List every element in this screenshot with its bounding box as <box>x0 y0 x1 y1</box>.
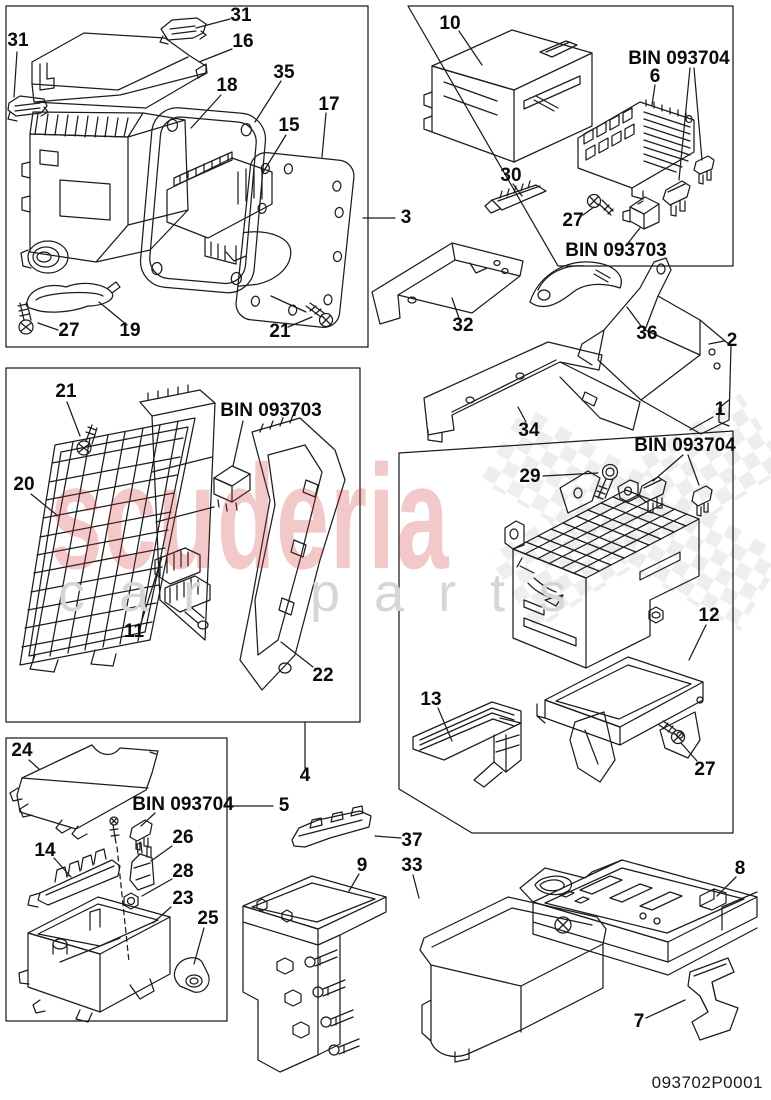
document-number: 093702P0001 <box>651 1073 763 1092</box>
callout-2: 2 <box>726 330 738 351</box>
callout-36: 36 <box>636 323 658 344</box>
callout-24: 24 <box>11 740 33 761</box>
group-frames <box>5 5 734 1022</box>
callout-19: 19 <box>119 320 141 341</box>
callout-7: 7 <box>633 1011 645 1032</box>
callout-21-box1: 21 <box>269 321 291 342</box>
callout-16: 16 <box>232 31 254 52</box>
callout-bin-093704-top: BIN 093704 <box>628 48 730 69</box>
part-grommet <box>20 240 69 274</box>
callout-3: 3 <box>400 207 412 228</box>
callout-20: 20 <box>13 474 35 495</box>
part-30-fuse-strip <box>484 180 547 214</box>
callout-27-box1: 27 <box>58 320 80 341</box>
callout-34: 34 <box>518 420 540 441</box>
part-26-holder <box>129 842 155 891</box>
callout-10: 10 <box>439 13 461 34</box>
callout-13: 13 <box>420 689 442 710</box>
part-21-screw-box1 <box>305 302 334 328</box>
part-24-lid <box>9 744 159 840</box>
callout-28: 28 <box>172 861 194 882</box>
part-17-back-plate <box>235 151 355 329</box>
part-10-box <box>423 29 593 163</box>
callout-bin-093704-box3: BIN 093704 <box>132 794 234 815</box>
part-23-housing <box>18 896 171 1023</box>
callout-35: 35 <box>273 62 295 83</box>
part-12-tray <box>536 656 704 783</box>
part-2-bracket <box>577 257 732 435</box>
callout-18: 18 <box>216 75 238 96</box>
part-11-connectors <box>154 547 211 630</box>
callout-bin-093703-box2: BIN 093703 <box>220 400 322 421</box>
callout-15: 15 <box>278 115 300 136</box>
callout-9: 9 <box>356 855 368 876</box>
callout-6: 6 <box>649 66 661 87</box>
callout-8: 8 <box>734 858 746 879</box>
callout-25: 25 <box>197 908 219 929</box>
callout-22: 22 <box>312 665 334 686</box>
callout-5: 5 <box>278 795 290 816</box>
part-19-gasket <box>25 281 121 313</box>
part-28-nut <box>123 892 139 910</box>
part-relay-093703-box2 <box>213 465 251 512</box>
callout-4: 4 <box>299 765 311 786</box>
callout-37: 37 <box>401 830 423 851</box>
part-15-relay-plate <box>166 151 273 265</box>
callout-29: 29 <box>519 466 541 487</box>
callout-30: 30 <box>500 165 522 186</box>
callout-31-left: 31 <box>7 30 29 51</box>
callout-32: 32 <box>452 315 474 336</box>
part-25-cap <box>173 957 210 993</box>
part-29-bolt <box>559 463 619 514</box>
part-9-terminal-block <box>242 875 387 1073</box>
leader-lines <box>13 18 737 1019</box>
part-27-screw-box1 <box>17 302 34 335</box>
part-35-gasket-frame <box>139 107 267 294</box>
part-6-relay-plate <box>577 99 695 200</box>
part-grid-box <box>504 479 700 669</box>
callout-1: 1 <box>714 399 726 420</box>
part-7-bracket <box>687 957 739 1041</box>
callout-23: 23 <box>172 888 194 909</box>
callout-bin-093704-r1: BIN 093704 <box>634 435 736 456</box>
callout-26: 26 <box>172 827 194 848</box>
part-relay-093703-top <box>622 196 660 230</box>
part-8-fusebox <box>519 859 758 976</box>
part-13-tray <box>412 701 522 788</box>
part-fuse-mini-top-a <box>693 155 715 185</box>
part-fuse-mini-top-b <box>662 180 691 217</box>
part-31-clip-left <box>7 95 49 122</box>
part-34-bracket <box>423 341 641 443</box>
callout-21-box2: 21 <box>55 381 77 402</box>
callout-11: 11 <box>123 621 145 642</box>
part-16-cover <box>31 32 208 109</box>
callout-27-top: 27 <box>562 210 584 231</box>
part-37-plate <box>291 805 372 848</box>
part-fuse-mini-r1-b <box>691 485 713 517</box>
callout-33: 33 <box>401 855 423 876</box>
callout-12: 12 <box>698 605 720 626</box>
part-27-screw-r1 <box>658 720 686 745</box>
callout-17: 17 <box>318 94 340 115</box>
part-36-bracket <box>529 261 622 308</box>
callout-14: 14 <box>34 840 56 861</box>
callout-31-top: 31 <box>230 5 252 26</box>
callout-27-r1: 27 <box>694 759 716 780</box>
callout-bin-093703-top: BIN 093703 <box>565 240 667 261</box>
part-32-bracket <box>371 242 524 325</box>
part-14-fuse-strip <box>27 848 121 908</box>
part-22-carrier-frame <box>139 384 346 691</box>
part-20-mesh-grille <box>19 417 196 673</box>
